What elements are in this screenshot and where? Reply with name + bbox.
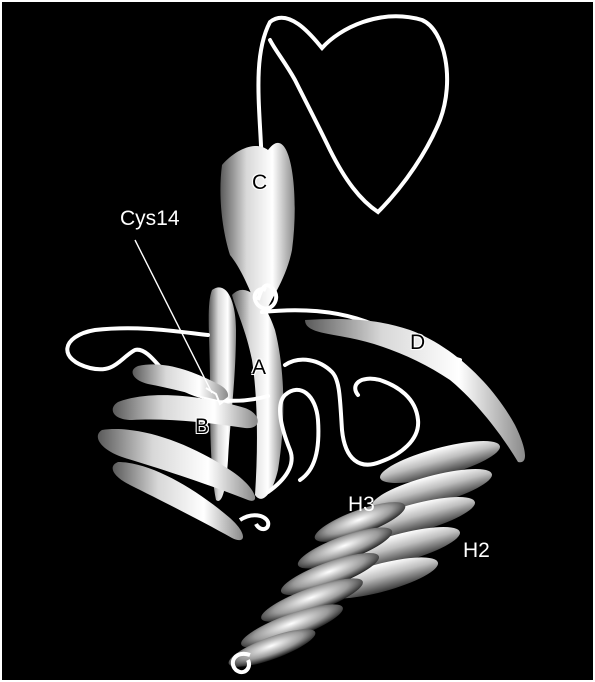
middle-coil-c <box>285 360 418 465</box>
left-loop-coil <box>67 328 268 401</box>
helix-h3-label: H3 <box>348 494 375 515</box>
cys14-label: Cys14 <box>120 208 180 229</box>
strand-a-label: A <box>252 357 266 378</box>
strand-b-label: B <box>195 416 209 437</box>
strand-c-label: C <box>252 172 267 193</box>
bottom-coil <box>240 515 268 529</box>
helix-h2-label: H2 <box>463 540 490 561</box>
strand-a-ribbon <box>232 290 283 499</box>
strand-d-label: D <box>410 332 425 353</box>
